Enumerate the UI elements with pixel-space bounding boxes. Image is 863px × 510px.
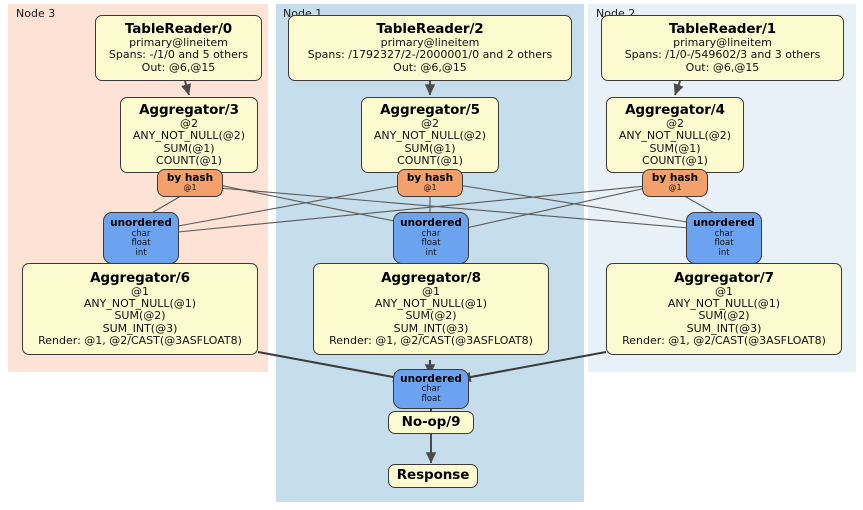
node-line: Spans: -/1/0 and 5 others [108, 48, 249, 62]
node-title: TableReader/2 [376, 20, 484, 37]
node-title: Aggregator/5 [380, 101, 480, 118]
router-by-hash-left[interactable]: by hash @1 [157, 169, 223, 197]
stream-title: unordered [400, 216, 462, 229]
node-line: @2 [180, 116, 198, 130]
node-aggregator-3[interactable]: Aggregator/3 @2 ANY_NOT_NULL(@2) SUM(@1)… [120, 97, 258, 173]
stream-line: char [421, 228, 441, 239]
node-aggregator-8[interactable]: Aggregator/8 @1 ANY_NOT_NULL(@1) SUM(@2)… [313, 263, 549, 355]
stream-title: unordered [693, 216, 755, 229]
router-by-hash-center[interactable]: by hash @1 [397, 169, 463, 197]
node-line: primary@lineitem [380, 36, 480, 50]
node-line: Render: @1, @2/CAST(@3ASFLOAT8) [622, 334, 826, 348]
stream-unordered-center[interactable]: unordered char float int [393, 212, 469, 264]
node-line: SUM_INT(@3) [686, 321, 762, 335]
node-line: @2 [421, 116, 439, 130]
panel-node-3-label: Node 3 [16, 7, 56, 20]
node-line: Render: @1, @2/CAST(@3ASFLOAT8) [329, 334, 533, 348]
node-line: COUNT(@1) [156, 153, 222, 167]
node-title: Response [396, 467, 470, 484]
router-line: @1 [183, 183, 197, 193]
node-line: SUM(@1) [649, 141, 701, 155]
node-aggregator-6[interactable]: Aggregator/6 @1 ANY_NOT_NULL(@1) SUM(@2)… [22, 263, 258, 355]
node-line: Out: @6,@15 [685, 60, 760, 74]
node-line: ANY_NOT_NULL(@2) [618, 129, 732, 143]
node-line: @1 [131, 284, 149, 298]
node-line: COUNT(@1) [397, 153, 463, 167]
node-line: Render: @1, @2/CAST(@3ASFLOAT8) [38, 334, 242, 348]
router-line: @1 [668, 183, 682, 193]
node-line: ANY_NOT_NULL(@1) [83, 297, 197, 311]
node-title: TableReader/1 [668, 20, 777, 37]
node-title: Aggregator/7 [674, 269, 774, 286]
node-line: Out: @6,@15 [393, 60, 467, 74]
stream-line: float [421, 238, 441, 249]
stream-unordered-left[interactable]: unordered char float int [103, 212, 179, 264]
node-tablereader-0[interactable]: TableReader/0 primary@lineitem Spans: -/… [95, 15, 262, 81]
node-line: Spans: /1792327/2-/2000001/0 and 2 other… [307, 48, 553, 62]
stream-line: char [714, 228, 734, 239]
node-title: Aggregator/4 [625, 101, 725, 118]
node-line: @1 [715, 284, 733, 298]
stream-line: float [421, 393, 441, 404]
node-line: SUM(@1) [404, 141, 456, 155]
node-line: SUM_INT(@3) [102, 321, 178, 335]
stream-line: int [718, 247, 730, 258]
node-aggregator-7[interactable]: Aggregator/7 @1 ANY_NOT_NULL(@1) SUM(@2)… [606, 263, 842, 355]
stream-title: unordered [400, 372, 462, 385]
router-line: @1 [423, 183, 437, 193]
node-line: ANY_NOT_NULL(@2) [132, 129, 246, 143]
node-aggregator-4[interactable]: Aggregator/4 @2 ANY_NOT_NULL(@2) SUM(@1)… [606, 97, 744, 173]
stream-unordered-final[interactable]: unordered char float [393, 369, 469, 409]
stream-line: char [421, 384, 441, 395]
stream-line: float [131, 238, 151, 249]
node-line: SUM(@1) [163, 141, 215, 155]
node-line: primary@lineitem [673, 36, 772, 50]
router-title: by hash [651, 171, 699, 184]
node-title: TableReader/0 [124, 20, 233, 37]
stream-line: int [135, 247, 147, 258]
node-line: SUM_INT(@3) [393, 321, 469, 335]
node-line: ANY_NOT_NULL(@1) [667, 297, 781, 311]
node-aggregator-5[interactable]: Aggregator/5 @2 ANY_NOT_NULL(@2) SUM(@1)… [361, 97, 499, 173]
node-line: SUM(@2) [114, 309, 166, 323]
node-line: Spans: /1/0-/549602/3 and 3 others [624, 48, 821, 62]
node-line: SUM(@2) [405, 309, 457, 323]
node-title: Aggregator/3 [139, 101, 239, 118]
node-line: @2 [666, 116, 684, 130]
node-line: Out: @6,@15 [141, 60, 216, 74]
stream-line: char [131, 228, 151, 239]
router-title: by hash [406, 171, 454, 184]
node-response[interactable]: Response [388, 464, 478, 488]
stream-unordered-right[interactable]: unordered char float int [686, 212, 762, 264]
node-title: No-op/9 [401, 413, 461, 430]
node-line: ANY_NOT_NULL(@2) [373, 129, 487, 143]
node-title: Aggregator/6 [90, 269, 190, 286]
node-line: COUNT(@1) [642, 153, 708, 167]
stream-title: unordered [110, 216, 172, 229]
node-line: @1 [422, 284, 440, 298]
router-title: by hash [166, 171, 214, 184]
node-tablereader-2[interactable]: TableReader/2 primary@lineitem Spans: /1… [288, 15, 572, 81]
stream-line: float [714, 238, 734, 249]
node-line: ANY_NOT_NULL(@1) [374, 297, 488, 311]
node-no-op-9[interactable]: No-op/9 [388, 411, 474, 434]
node-line: primary@lineitem [129, 36, 228, 50]
node-title: Aggregator/8 [381, 269, 481, 286]
stream-line: int [425, 247, 437, 258]
router-by-hash-right[interactable]: by hash @1 [642, 169, 708, 197]
node-tablereader-1[interactable]: TableReader/1 primary@lineitem Spans: /1… [601, 15, 844, 81]
node-line: SUM(@2) [698, 309, 750, 323]
